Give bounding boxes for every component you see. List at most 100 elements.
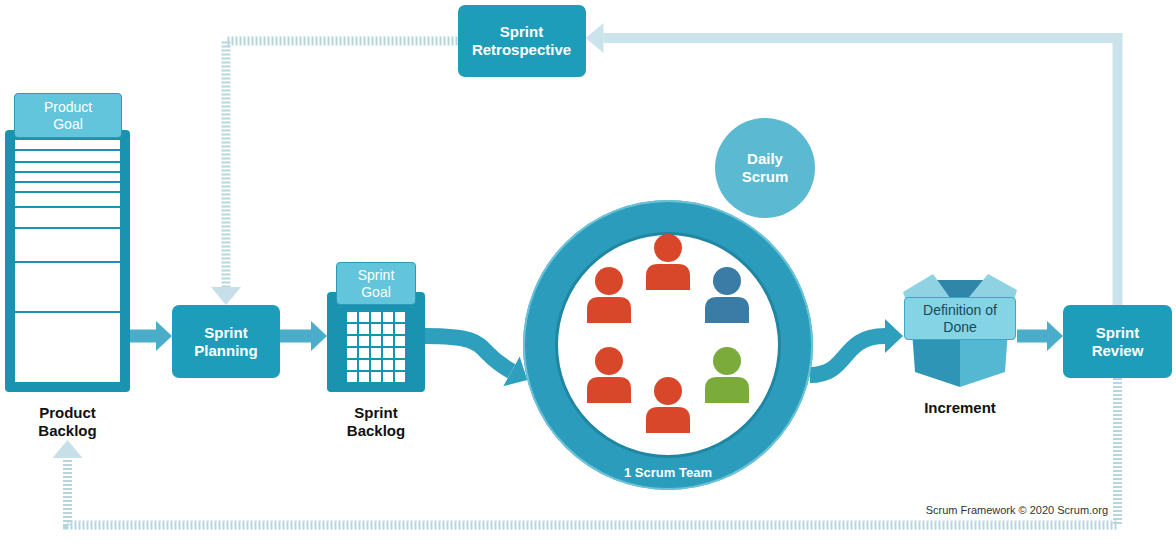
grid-cell — [395, 312, 405, 322]
copyright-note: Scrum Framework © 2020 Scrum.org — [926, 503, 1108, 517]
person-head — [654, 377, 682, 405]
backlog-sheet — [15, 140, 120, 382]
arrow-line — [226, 41, 458, 287]
grid-cell — [371, 372, 381, 382]
flow-arrow — [1017, 321, 1063, 351]
grid-cell — [383, 348, 393, 358]
flow-arrow — [280, 321, 327, 351]
grid-cell — [395, 336, 405, 346]
grid-cell — [359, 360, 369, 370]
circle-fill — [715, 118, 815, 218]
backlog-row — [15, 311, 120, 313]
flow-arrow — [425, 336, 527, 386]
team-label: 1 Scrum Team — [624, 465, 712, 481]
ring-band — [540, 217, 797, 474]
backlog-list — [5, 130, 130, 392]
ring-edge — [557, 234, 780, 457]
arrow-line — [604, 38, 1118, 305]
scrum-team-ring: 1 Scrum Team — [523, 200, 813, 490]
person-body — [646, 407, 690, 433]
grid-cell — [383, 324, 393, 334]
grid-cell — [359, 324, 369, 334]
grid-cell — [371, 336, 381, 346]
grid-cell — [395, 372, 405, 382]
grid-cell — [359, 312, 369, 322]
event-label: Sprint Planning — [183, 324, 269, 360]
ring-edge — [524, 201, 812, 489]
backlog-row — [15, 206, 120, 208]
arrow-line — [130, 330, 156, 343]
event-circle: Daily Scrum — [715, 118, 815, 218]
grid-cell — [347, 348, 357, 358]
arrow-line — [280, 330, 311, 343]
tab-box: Product Goal — [14, 93, 122, 138]
sprint-grid — [327, 292, 425, 392]
tab-box: Definition of Done — [904, 297, 1016, 340]
grid-cell — [395, 360, 405, 370]
tab-label: Definition of Done — [912, 302, 1008, 334]
grid-cell — [359, 372, 369, 382]
person-head — [713, 267, 741, 295]
grid-cell — [359, 336, 369, 346]
grid-cell — [371, 312, 381, 322]
grid-cell — [371, 348, 381, 358]
arrow-head — [311, 321, 327, 351]
grid-cell — [359, 348, 369, 358]
grid-cell — [395, 348, 405, 358]
person-head — [654, 234, 682, 262]
person-body — [587, 297, 631, 323]
team-ring — [523, 200, 813, 490]
backlog-node: Product BacklogProduct Goal — [5, 130, 130, 440]
backlog-row — [15, 227, 120, 229]
grid-cell — [347, 312, 357, 322]
backlog-shape — [5, 130, 130, 392]
grid-cell — [347, 336, 357, 346]
grid-cell — [383, 372, 393, 382]
grid-cell — [347, 360, 357, 370]
backlog-shape — [327, 292, 425, 392]
flow-arrow — [586, 23, 1118, 305]
node-label: Product Backlog — [28, 404, 108, 440]
tab-box: Sprint Goal — [336, 262, 416, 305]
grid-cell — [395, 324, 405, 334]
event-label: Sprint Review — [1075, 324, 1161, 360]
arrow-head — [586, 23, 604, 53]
arrow-head — [503, 356, 527, 386]
grid-cell — [383, 312, 393, 322]
node-label: Increment — [910, 399, 1010, 417]
ring-label-holder: 1 Scrum Team — [523, 463, 813, 481]
node-label: Sprint Backlog — [336, 404, 416, 440]
backlog-row — [15, 161, 120, 163]
arrow-head — [211, 287, 241, 305]
event-label: Daily Scrum — [727, 150, 803, 186]
event-box: Sprint Retrospective — [458, 5, 586, 77]
event-box: Sprint Review — [1063, 305, 1172, 378]
arrow-head — [1047, 321, 1063, 351]
tab-label: Sprint Goal — [348, 267, 404, 299]
grid-cell — [383, 360, 393, 370]
backlog-row — [15, 171, 120, 173]
flow-arrow — [211, 41, 458, 305]
flow-arrow — [810, 319, 903, 375]
arrow-line — [425, 336, 512, 371]
grid-cell — [347, 372, 357, 382]
person-body — [587, 377, 631, 403]
person-head — [595, 347, 623, 375]
grid-cell — [347, 324, 357, 334]
backlog-node: Sprint BacklogSprint Goal — [327, 292, 425, 440]
grid-cell — [371, 324, 381, 334]
increment-node: Increment Definition of Done — [903, 272, 1017, 417]
label-holder: Scrum Framework © 2020 Scrum.org — [926, 503, 1108, 517]
backlog-row — [15, 261, 120, 263]
arrow-head — [156, 321, 172, 351]
arrow-head — [885, 319, 903, 353]
arrow-line — [810, 336, 885, 375]
person-body — [705, 297, 749, 323]
person-body — [646, 264, 690, 290]
backlog-row — [15, 149, 120, 151]
event-box: Sprint Planning — [172, 305, 280, 378]
person-head — [595, 267, 623, 295]
grid-cell — [383, 336, 393, 346]
person-head — [713, 347, 741, 375]
